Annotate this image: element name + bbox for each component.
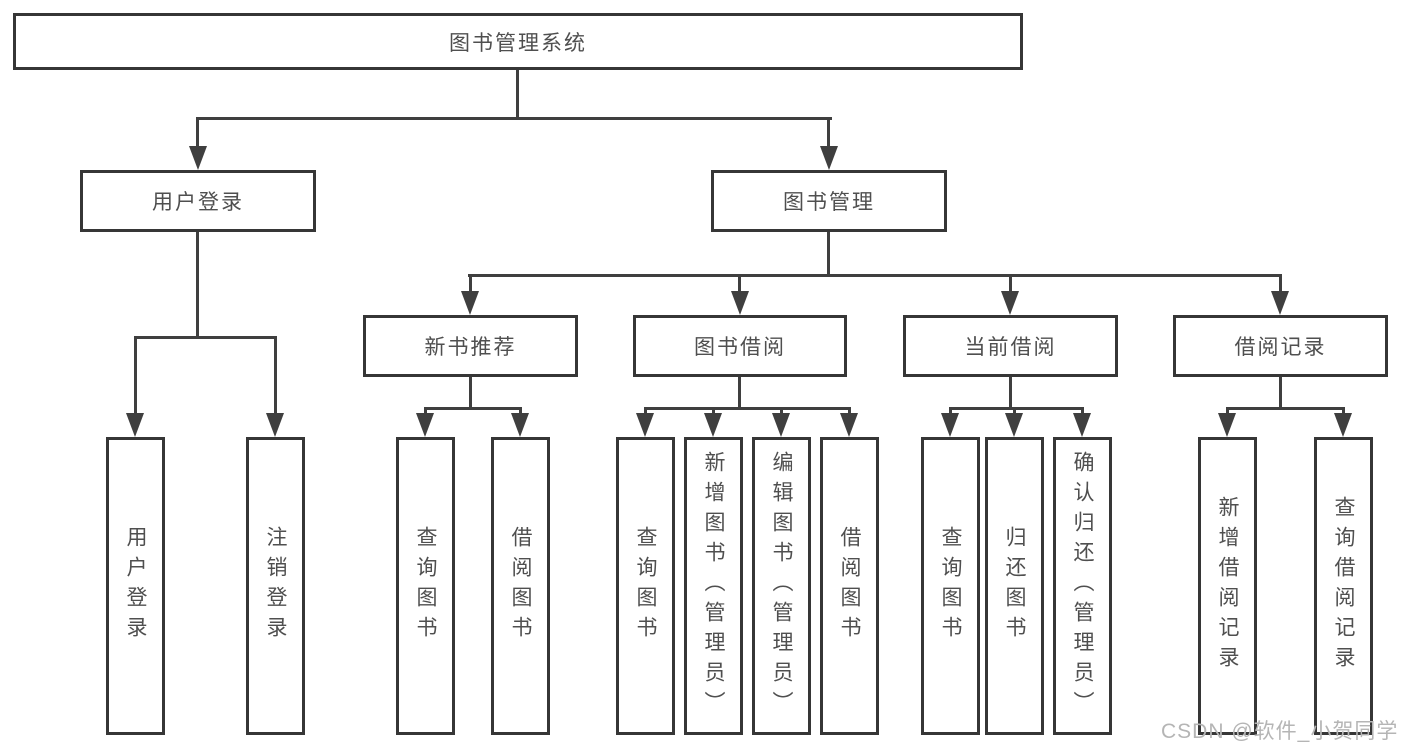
leaf-query-borrow-record: 查询借阅记录 [1314, 437, 1373, 735]
arrow-down-icon [820, 146, 838, 170]
connector-line [644, 407, 851, 410]
arrow-down-icon [731, 291, 749, 315]
leaf-logout: 注销登录 [246, 437, 305, 735]
node-current-borrowing: 当前借阅 [903, 315, 1118, 377]
leaf-add-books-admin: 新增图书（管理员） [684, 437, 743, 735]
node-user-login: 用户登录 [80, 170, 316, 232]
node-book-management: 图书管理 [711, 170, 947, 232]
connector-line [1279, 274, 1282, 295]
node-label: 借阅图书 [838, 526, 861, 646]
connector-line [274, 336, 277, 415]
arrow-down-icon [511, 413, 529, 437]
node-label: 新增借阅记录 [1216, 496, 1239, 676]
connector-line [134, 336, 137, 415]
connector-line [469, 274, 472, 295]
connector-line [424, 407, 522, 410]
leaf-return-books: 归还图书 [985, 437, 1044, 735]
arrow-down-icon [840, 413, 858, 437]
connector-line [196, 117, 199, 150]
leaf-user-login: 用户登录 [106, 437, 165, 735]
arrow-down-icon [1218, 413, 1236, 437]
arrow-down-icon [941, 413, 959, 437]
node-label: 用户登录 [152, 191, 244, 214]
node-label: 借阅记录 [1234, 336, 1327, 359]
connector-line [827, 232, 830, 274]
node-book-borrowing: 图书借阅 [633, 315, 847, 377]
connector-line [469, 377, 472, 407]
node-library-system: 图书管理系统 [13, 13, 1023, 70]
connector-line [196, 117, 832, 120]
connector-line [738, 274, 741, 295]
node-label: 新书推荐 [424, 336, 517, 359]
connector-line [1009, 377, 1012, 407]
node-label: 图书管理系统 [449, 31, 587, 55]
arrow-down-icon [636, 413, 654, 437]
node-label: 编辑图书（管理员） [770, 451, 793, 721]
arrow-down-icon [189, 146, 207, 170]
leaf-query-books-recommend: 查询图书 [396, 437, 455, 735]
leaf-borrow-books-recommend: 借阅图书 [491, 437, 550, 735]
connector-line [519, 407, 522, 417]
node-label: 新增图书（管理员） [702, 451, 725, 721]
node-label: 查询图书 [634, 526, 657, 646]
leaf-query-books-borrow: 查询图书 [616, 437, 675, 735]
node-label: 确认归还（管理员） [1071, 451, 1094, 721]
watermark: CSDN @软件_小贺同学 [1161, 720, 1399, 743]
node-new-book-recommendation: 新书推荐 [363, 315, 578, 377]
connector-line [424, 407, 427, 417]
leaf-confirm-return-admin: 确认归还（管理员） [1053, 437, 1112, 735]
connector-line [1226, 407, 1229, 417]
node-label: 注销登录 [264, 526, 287, 646]
connector-line [516, 70, 519, 120]
connector-line [468, 274, 1282, 277]
connector-line [1342, 407, 1345, 417]
connector-line [712, 407, 715, 417]
connector-line [1013, 407, 1016, 417]
connector-line [196, 232, 199, 336]
leaf-borrow-books: 借阅图书 [820, 437, 879, 735]
arrow-down-icon [461, 291, 479, 315]
node-label: 图书管理 [783, 191, 875, 214]
node-label: 查询图书 [414, 526, 437, 646]
arrow-down-icon [126, 413, 144, 437]
arrow-down-icon [1001, 291, 1019, 315]
connector-line [827, 117, 830, 150]
node-label: 图书借阅 [694, 336, 786, 359]
leaf-query-books-current: 查询图书 [921, 437, 980, 735]
connector-line [644, 407, 647, 417]
node-label: 用户登录 [124, 526, 147, 646]
arrow-down-icon [1334, 413, 1352, 437]
node-label: 归还图书 [1003, 526, 1026, 646]
connector-line [1009, 274, 1012, 295]
node-label: 查询图书 [939, 526, 962, 646]
arrow-down-icon [704, 413, 722, 437]
leaf-add-borrow-record: 新增借阅记录 [1198, 437, 1257, 735]
connector-line [134, 336, 277, 339]
connector-line [780, 407, 783, 417]
node-borrowing-records: 借阅记录 [1173, 315, 1388, 377]
arrow-down-icon [772, 413, 790, 437]
connector-line [949, 407, 1084, 410]
arrow-down-icon [266, 413, 284, 437]
connector-line [949, 407, 952, 417]
connector-line [738, 377, 741, 407]
connector-line [848, 407, 851, 417]
connector-line [1081, 407, 1084, 417]
connector-line [1226, 407, 1345, 410]
arrow-down-icon [416, 413, 434, 437]
arrow-down-icon [1005, 413, 1023, 437]
node-label: 当前借阅 [964, 336, 1057, 359]
arrow-down-icon [1073, 413, 1091, 437]
node-label: 查询借阅记录 [1332, 496, 1355, 676]
connector-line [1279, 377, 1282, 407]
arrow-down-icon [1271, 291, 1289, 315]
leaf-edit-books-admin: 编辑图书（管理员） [752, 437, 811, 735]
node-label: 借阅图书 [509, 526, 532, 646]
